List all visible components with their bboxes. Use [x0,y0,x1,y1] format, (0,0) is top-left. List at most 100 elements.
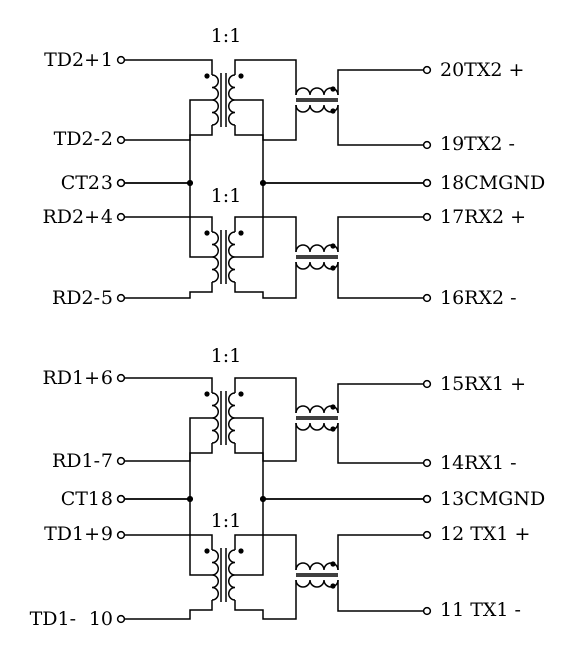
polarity-dot [330,243,336,249]
wire [117,443,213,462]
wire [235,499,264,576]
wire [117,216,213,232]
polarity-dot [238,230,244,236]
right-pin-label: 16RX2 - [440,287,517,309]
left-pin-number: 4 [101,206,113,228]
wire [235,183,264,258]
polarity-dot [330,108,336,114]
junction-dot [187,180,193,186]
polarity-dot [204,73,210,79]
wire [189,499,212,576]
left-pin-name: RD1+ [42,367,100,389]
polarity-dot [330,583,336,589]
left-pin-number: 8 [101,488,113,510]
left-pin-name: TD1- [30,608,76,630]
pin-terminal [422,530,432,540]
pin-terminal [422,178,432,188]
pin-terminal [116,456,126,466]
right-pin-labels: 20TX2 + 19TX2 - 18CMGND 17RX2 + 16RX2 - … [440,59,545,621]
polarity-dot [204,391,210,397]
right-pin-label: 17RX2 + [440,206,526,228]
left-pin-name: TD1+ [44,523,100,545]
wire [235,99,264,183]
pin-terminal [422,212,432,222]
right-pin-label: 20TX2 + [440,59,524,81]
wire [337,69,423,95]
ratio-labels: 1:1 1:1 1:1 1:1 [211,25,242,532]
polarity-dot [330,426,336,432]
right-pin-label: 18CMGND [440,172,545,194]
polarity-dot [330,265,336,271]
right-pin-label: 11 TX1 - [440,599,521,621]
pin-terminal [422,458,432,468]
circuit-drawing [116,55,432,624]
polarity-dot [238,548,244,554]
right-pin-label: 15RX1 + [440,373,526,395]
left-pin-number: 2 [101,128,113,150]
pin-terminal [116,293,126,303]
winding-coil [211,231,219,283]
left-pin-number: 1 [101,49,113,71]
polarity-dot [204,230,210,236]
left-pin-name: RD2+ [42,206,100,228]
wire [234,423,297,462]
ratio-label: 1:1 [211,185,242,207]
junction-dot [260,496,266,502]
polarity-dot [238,391,244,397]
wire [234,216,297,252]
ratio-label: 1:1 [211,510,242,532]
polarity-dot [330,404,336,410]
pin-terminal [422,140,432,150]
pin-terminal [116,212,126,222]
left-pin-number: 9 [101,523,113,545]
wire [117,534,213,550]
ratio-label: 1:1 [211,345,242,367]
pin-terminal [116,55,126,65]
pin-terminal [422,379,432,389]
left-pin-name: CT1 [61,488,100,510]
left-pin-number: 6 [101,367,113,389]
wire [337,216,423,252]
winding-coil [228,392,236,444]
wire [337,105,423,146]
right-pin-label: 13CMGND [440,488,545,510]
wire [117,282,213,299]
left-pin-name: CT2 [61,172,100,194]
wire [337,580,423,612]
wire [337,262,423,299]
pin-terminal [116,373,126,383]
winding-coil [211,74,219,126]
wire [234,534,297,570]
wire [117,377,213,393]
winding-coil [211,392,219,444]
left-pin-number: 7 [101,450,113,472]
right-pin-label: 12 TX1 + [440,523,530,545]
pin-terminal [422,65,432,75]
wire [337,534,423,570]
ratio-label: 1:1 [211,25,242,47]
polarity-dot [330,561,336,567]
wire [117,125,213,141]
left-pin-number: 3 [101,172,113,194]
pin-terminal [116,178,126,188]
pin-terminal [116,135,126,145]
wire [117,59,213,75]
left-pin-number: 10 [89,608,113,630]
left-pin-name: TD2+ [44,49,100,71]
left-pin-labels: TD2+ 1 TD2- 2 CT2 3 RD2+ 4 RD2- 5 RD1+ 6… [30,49,113,630]
winding-coil [228,549,236,601]
wire [189,99,212,183]
pin-terminal [116,494,126,504]
wire [234,59,297,95]
pin-terminal [422,494,432,504]
wire [234,580,297,620]
wire [234,105,297,141]
right-pin-label: 19TX2 - [440,133,515,155]
left-pin-name: TD2- [54,128,100,150]
wire [337,423,423,464]
winding-coil [228,74,236,126]
wire [189,183,212,258]
pin-terminal [422,293,432,303]
junction-dot [260,180,266,186]
left-pin-number: 5 [101,287,113,309]
